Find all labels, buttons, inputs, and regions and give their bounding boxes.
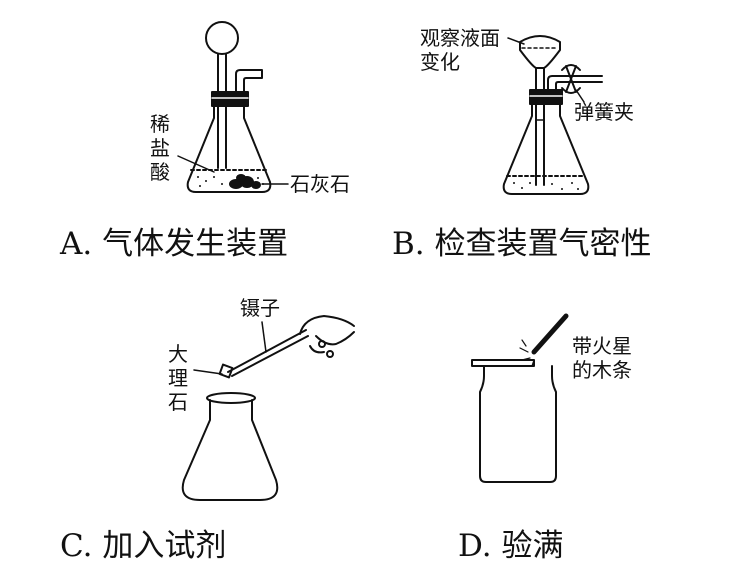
flask-b: [502, 103, 590, 195]
tweezers: [227, 329, 309, 377]
stopper-a: [211, 91, 249, 107]
stopper-b: [529, 89, 563, 105]
label-acid: 稀盐酸: [150, 112, 170, 184]
caption-a: A. 气体发生装置: [60, 226, 289, 262]
apparatus-a: [177, 21, 289, 193]
funnel-cone-b: [519, 35, 561, 69]
funnel-bulb-a: [205, 21, 239, 55]
glowing-splint: [531, 313, 569, 355]
leader-observe: [507, 37, 525, 45]
flask-mouth-c: [206, 392, 256, 404]
side-tube-b: [547, 75, 603, 95]
caption-b: B. 检查装置气密性: [392, 226, 652, 262]
limestone-lumps: [229, 174, 261, 189]
gas-jar: [479, 365, 557, 483]
marble-piece: [218, 363, 234, 379]
flask-a: [186, 105, 272, 193]
spark-rays: [519, 339, 535, 367]
apparatus-d: [471, 313, 569, 483]
funnel-stem-a: [217, 94, 227, 169]
leader-clip: [575, 89, 585, 103]
label-tweezers: 镊子: [240, 296, 280, 320]
apparatus-b: [502, 35, 603, 195]
apparatus-c: [181, 315, 355, 501]
funnel-stem-b: [535, 67, 545, 186]
delivery-tube-a: [235, 69, 263, 94]
leader-tweezers: [261, 321, 267, 353]
caption-d: D. 验满: [458, 528, 564, 564]
leader-marble: [193, 369, 223, 375]
label-splint: 带火星的木条: [572, 334, 632, 382]
spring-clip: [561, 64, 581, 94]
label-marble: 大理石: [168, 342, 188, 414]
liquid-dots-b: [513, 182, 579, 190]
funnel-tube-a: [217, 53, 227, 96]
hand: [299, 315, 355, 354]
label-observe: 观察液面变化: [420, 26, 500, 74]
glass-plate: [471, 359, 535, 367]
caption-c: C. 加入试剂: [60, 528, 227, 564]
flask-c: [181, 399, 279, 501]
leader-acid: [177, 155, 215, 173]
label-clip: 弹簧夹: [574, 100, 634, 124]
label-limestone: 石灰石: [290, 172, 350, 196]
